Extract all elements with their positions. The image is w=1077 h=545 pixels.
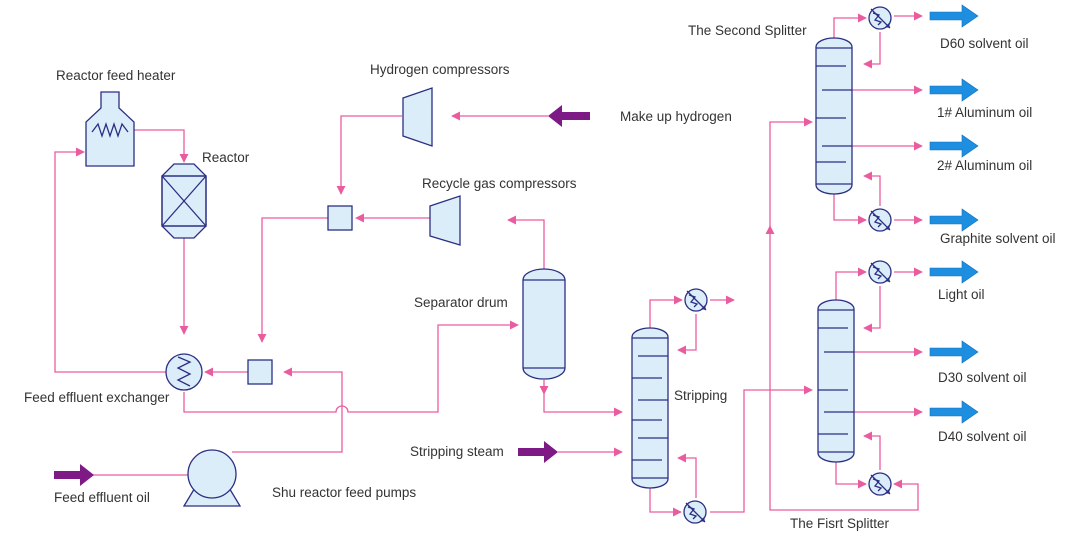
feed-effluent-oil-arrow [54, 464, 94, 486]
label-d30-solvent-oil: D30 solvent oil [938, 370, 1027, 385]
product-arrows [929, 4, 979, 424]
label-light-oil: Light oil [938, 287, 985, 302]
feed-arrows [54, 105, 590, 486]
hydrogen-compressor [402, 87, 433, 147]
feed-effluent-exchanger [165, 353, 203, 391]
first-splitter-column [817, 299, 855, 463]
stripper-reboiler [683, 500, 707, 524]
d60-arrow [929, 4, 979, 28]
first-splitter-reboiler [868, 472, 892, 496]
light-oil-arrow [929, 260, 979, 284]
aluminum-oil-1-arrow [929, 78, 979, 102]
label-recycle-gas-compressors: Recycle gas compressors [422, 176, 577, 191]
reactor [161, 163, 207, 239]
mixer-2 [247, 359, 273, 385]
label-make-up-hydrogen: Make up hydrogen [620, 109, 732, 124]
stripping-column [631, 327, 669, 489]
label-reactor: Reactor [202, 150, 250, 165]
label-shu-reactor-feed-pumps: Shu reactor feed pumps [272, 485, 416, 500]
labels: Reactor feed heater Reactor Hydrogen com… [24, 23, 1056, 531]
label-separator-drum: Separator drum [414, 295, 508, 310]
second-splitter-reboiler [868, 208, 892, 232]
label-hydrogen-compressors: Hydrogen compressors [370, 62, 510, 77]
stripper-condenser [684, 288, 708, 312]
make-up-hydrogen-arrow [548, 105, 590, 127]
recycle-gas-compressor [429, 195, 461, 246]
shu-reactor-feed-pump [182, 449, 242, 507]
second-splitter-column [815, 37, 853, 195]
label-first-splitter: The Fisrt Splitter [790, 516, 890, 531]
reactor-feed-heater [85, 91, 135, 167]
label-feed-effluent-oil: Feed effluent oil [54, 490, 150, 505]
label-second-splitter: The Second Splitter [688, 23, 807, 38]
separator-drum [522, 268, 566, 380]
d40-arrow [929, 400, 979, 424]
label-stripping: Stripping [674, 388, 727, 403]
d30-arrow [929, 340, 979, 364]
mixer-1 [327, 205, 353, 231]
aluminum-oil-2-arrow [929, 134, 979, 158]
first-splitter-condenser [868, 260, 892, 284]
label-d40-solvent-oil: D40 solvent oil [938, 429, 1027, 444]
label-feed-effluent-exchanger: Feed effluent exchanger [24, 390, 170, 405]
label-d60-solvent-oil: D60 solvent oil [940, 36, 1029, 51]
label-aluminum-oil-2: 2# Aluminum oil [937, 158, 1032, 173]
label-aluminum-oil-1: 1# Aluminum oil [937, 105, 1032, 120]
label-stripping-steam: Stripping steam [410, 444, 504, 459]
label-reactor-feed-heater: Reactor feed heater [56, 68, 176, 83]
label-graphite-solvent-oil: Graphite solvent oil [940, 231, 1056, 246]
second-splitter-condenser [868, 6, 892, 30]
graphite-arrow [929, 208, 979, 232]
stripping-steam-arrow [518, 441, 558, 463]
stream-lines [54, 11, 923, 517]
